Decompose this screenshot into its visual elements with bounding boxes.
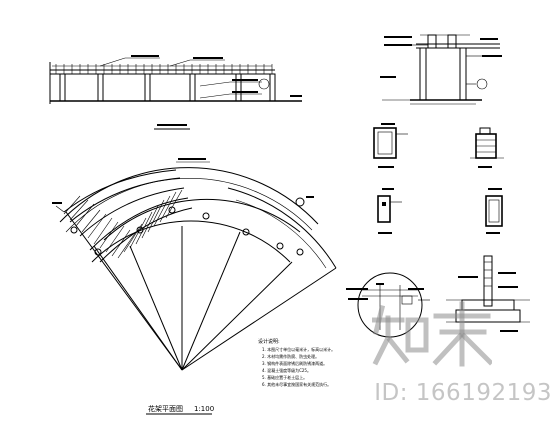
watermark-id: ID: 166192193: [374, 380, 552, 406]
plan-scale: 1:100: [194, 405, 214, 413]
pergola-elevation: [49, 55, 302, 130]
design-notes: 设计说明: 1. 本图尺寸单位以毫米计，标高以米计。 2. 木材均需作防腐、防虫…: [258, 338, 335, 387]
note-line: 2. 木材均需作防腐、防虫处理。: [262, 353, 319, 359]
note-line: 6. 其他未尽事宜按国家有关规范执行。: [262, 381, 331, 387]
note-line: 5. 基础应置于老土层上。: [262, 374, 307, 380]
pergola-section: [380, 34, 502, 105]
footing-detail: [446, 255, 530, 332]
note-line: 4. 混凝土强度等级为C25。: [262, 367, 311, 373]
node-detail: [346, 272, 430, 338]
plan-title: 花架平面图: [148, 404, 183, 413]
note-line: 3. 钢构件表面除锈后刷防锈漆两道。: [262, 360, 327, 366]
pergola-plan: [52, 158, 337, 371]
note-line: 1. 本图尺寸单位以毫米计，标高以米计。: [262, 346, 335, 352]
detail-drawings: [373, 123, 504, 234]
notes-title: 设计说明:: [258, 338, 280, 345]
